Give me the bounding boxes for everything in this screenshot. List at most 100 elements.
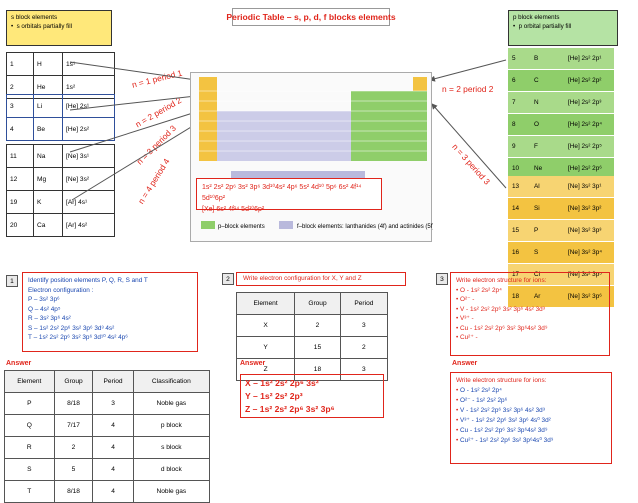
table-cell: Ar bbox=[530, 285, 564, 308]
q1-line: R – 3s² 3p⁶ 4s² bbox=[28, 315, 71, 322]
q1-line: P – 3s² 3p⁶ bbox=[28, 296, 60, 303]
table-cell: [He] 2s² 2p⁶ bbox=[564, 157, 614, 180]
table-cell: 2 bbox=[53, 436, 94, 459]
column-header: Period bbox=[92, 370, 134, 393]
s-note-bullet: • s orbitals partially fill bbox=[11, 23, 72, 30]
column-header: Group bbox=[294, 292, 341, 315]
table-cell: Ca bbox=[33, 213, 63, 237]
table-cell: Q bbox=[4, 414, 55, 437]
table-cell: [Ne] 3s¹ bbox=[62, 144, 115, 168]
table-cell: [He] 2s² 2p² bbox=[564, 69, 614, 92]
table-cell: [Ar] 4s² bbox=[62, 213, 115, 237]
a3-line: • V - 1s² 2s² 2p⁶ 3s² 3p⁶ 4s² 3d³ bbox=[456, 407, 545, 414]
table-cell: K bbox=[33, 190, 63, 214]
table-cell: B bbox=[530, 48, 564, 70]
p-note-bullet-text: p orbital partially fill bbox=[518, 23, 572, 30]
table-cell: 11 bbox=[6, 144, 34, 168]
p-block-shape bbox=[351, 91, 427, 161]
q3-line: • Cu²⁺ - bbox=[456, 334, 478, 341]
answer-label-2: Answer bbox=[240, 360, 266, 367]
table-cell: s block bbox=[132, 436, 211, 459]
table-cell: 8/18 bbox=[53, 392, 94, 415]
column-header: Group bbox=[53, 370, 94, 393]
table-cell: 17 bbox=[508, 263, 530, 286]
a3-line: • Cu²⁺ - 1s² 2s² 2p⁶ 3s² 3p⁶4s⁰ 3d⁹ bbox=[456, 437, 554, 444]
a3-line-text: V - 1s² 2s² 2p⁶ 3s² 3p⁶ 4s² 3d³ bbox=[460, 407, 545, 414]
column-header: Element bbox=[235, 292, 296, 315]
legend-p-block: p–block elements bbox=[218, 224, 265, 230]
table-cell: 1s¹ bbox=[62, 52, 115, 76]
a3-line-text: O - 1s² 2s² 2p⁴ bbox=[460, 387, 502, 394]
table-cell: R bbox=[4, 436, 55, 459]
table-cell: 14 bbox=[508, 197, 530, 220]
table-cell: 8 bbox=[508, 113, 530, 136]
table-cell: p block bbox=[132, 414, 211, 437]
legend-f-block: f–block elements: lanthanides (4f) and a… bbox=[297, 224, 433, 230]
table-cell: S bbox=[530, 241, 564, 264]
q1-line: S – 1s² 2s² 2p⁶ 3s² 3p⁶ 3d³ 4s² bbox=[28, 324, 115, 332]
a2-line: Z – 1s² 2s² 2p⁶ 3s² 3p⁶ bbox=[245, 404, 335, 414]
table-cell: [Ne] 3s² 3p² bbox=[564, 197, 614, 220]
table-cell: 2 bbox=[339, 336, 389, 359]
table-cell: 19 bbox=[6, 190, 34, 214]
q3-line: • V³⁺ - bbox=[456, 315, 474, 322]
a3-line-text: Cu²⁺ - 1s² 2s² 2p⁶ 3s² 3p⁶4s⁰ 3d⁹ bbox=[460, 437, 554, 444]
table-cell: P bbox=[530, 219, 564, 242]
table-cell: 3 bbox=[92, 392, 134, 415]
table-cell: [Ne] 3s² 3p⁶ bbox=[564, 285, 614, 308]
question-number-2: 2 bbox=[222, 273, 234, 285]
q3-line: • V - 1s² 2s² 2p⁶ 3s² 3p⁶ 4s² 3d³ bbox=[456, 305, 545, 313]
orbital-block-diagram: p–block elements f–block elements: lanth… bbox=[199, 77, 434, 230]
a3-line-text: V³⁺ - 1s² 2s² 2p⁶ 3s² 3p⁶ 4s⁰ 3d² bbox=[460, 417, 551, 424]
q3-line-text: Cu²⁺ - bbox=[460, 334, 478, 341]
table-cell: 4 bbox=[92, 458, 134, 481]
table-cell: 3 bbox=[339, 314, 389, 337]
table-cell: N bbox=[530, 91, 564, 114]
q3-line-text: Cu - 1s² 2s² 2p⁶ 3s² 3p⁶4s² 3d⁹ bbox=[460, 324, 548, 332]
q3-line-text: V³⁺ - bbox=[460, 315, 474, 322]
p-note-heading: p block elements bbox=[513, 14, 560, 21]
table-cell: [He] 2s² 2p⁵ bbox=[564, 135, 614, 158]
table-cell: C bbox=[530, 69, 564, 92]
q1-line: Q – 4s² 4p⁵ bbox=[28, 305, 61, 313]
a3-title: Write electron structure for ions: bbox=[456, 377, 547, 384]
q3-line: • O - 1s² 2s² 2p⁴ bbox=[456, 286, 502, 294]
table-cell: Noble gas bbox=[132, 392, 211, 415]
table-cell: 3 bbox=[339, 358, 389, 381]
question-1: Identify position elements P, Q, R, S an… bbox=[22, 272, 198, 352]
table-cell: Z bbox=[235, 358, 296, 381]
table-cell: 15 bbox=[294, 336, 341, 359]
q3-line-text: O - 1s² 2s² 2p⁴ bbox=[460, 286, 502, 294]
table-cell: 4 bbox=[92, 480, 134, 503]
config-line-1: 1s² 2s² 2p⁶ 3s² 3p⁶ 3d¹⁰4s² 4p⁶ 5s² 4d¹⁰… bbox=[202, 184, 362, 202]
arrows bbox=[69, 59, 507, 201]
table-cell: [He] 2s² 2p¹ bbox=[564, 48, 614, 70]
table-cell: S bbox=[4, 458, 55, 481]
question-number-3: 3 bbox=[436, 273, 448, 285]
table-cell: 7/17 bbox=[53, 414, 94, 437]
table-cell: 18 bbox=[508, 285, 530, 308]
s-block-note: s block elements • s orbitals partially … bbox=[6, 10, 112, 46]
p-note-bullet: • p orbital partially fill bbox=[513, 23, 572, 30]
q3-line-text: V - 1s² 2s² 2p⁶ 3s² 3p⁶ 4s² 3d³ bbox=[460, 305, 545, 313]
table-cell: 4 bbox=[92, 436, 134, 459]
answer-3: Write electron structure for ions: • O -… bbox=[450, 372, 612, 464]
